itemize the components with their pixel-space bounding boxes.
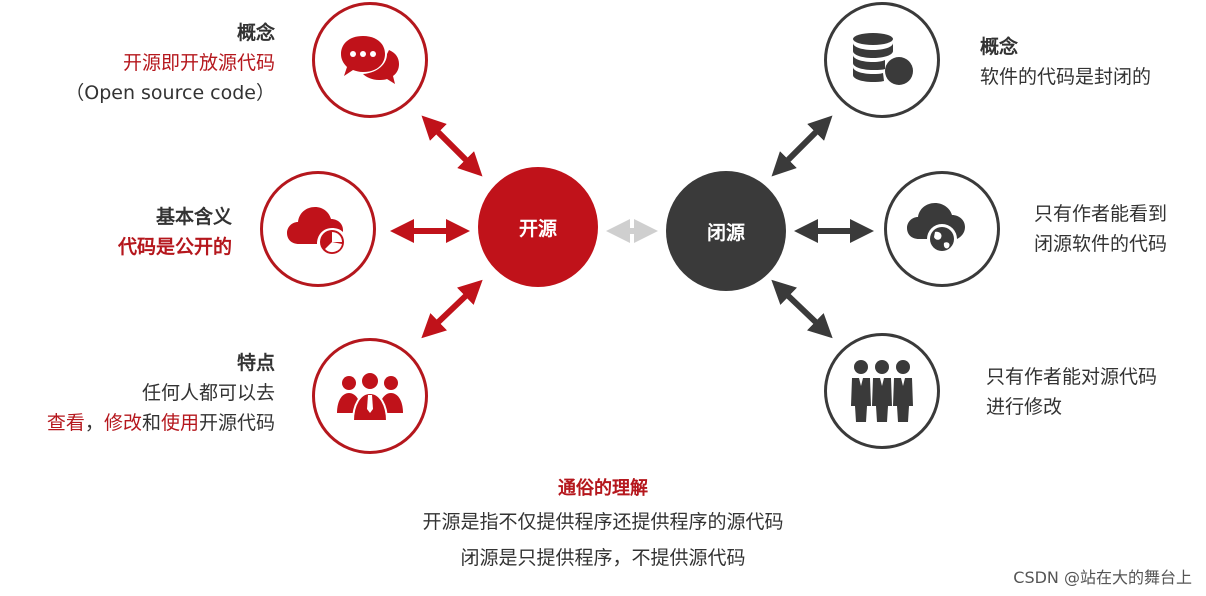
open-source-hub: 开源 [478,167,598,287]
open-feature-line2: 查看，修改和使用开源代码 [0,408,275,438]
open-concept-text: 概念 开源即开放源代码 （Open source code） [20,18,275,108]
summary-block: 通俗的理解 开源是指不仅提供程序还提供程序的源代码 闭源是只提供程序，不提供源代… [0,474,1206,576]
arrow-open-feature [421,279,483,339]
closed-modify-ring [824,333,940,449]
open-meaning-title: 基本含义 [155,206,232,228]
people-group-icon [337,371,403,422]
chat-bubbles-icon [341,36,399,84]
open-feature-line1: 任何人都可以去 [141,382,275,404]
open-feature-text: 特点 任何人都可以去 查看，修改和使用开源代码 [0,348,275,438]
closed-modify-line1: 只有作者能对源代码 [986,366,1158,388]
feature-tail: 开源代码 [198,412,275,434]
summary-line2: 闭源是只提供程序，不提供源代码 [460,547,746,569]
arrow-closed-modify [771,279,833,339]
open-meaning-ring [260,171,376,287]
open-source-hub-label: 开源 [518,217,557,240]
open-feature-title: 特点 [236,352,275,374]
feature-modify: 修改 [103,412,142,434]
closed-modify-text: 只有作者能对源代码 进行修改 [986,362,1196,422]
open-concept-title: 概念 [236,22,275,44]
open-meaning-text: 基本含义 代码是公开的 [20,202,232,262]
closed-concept-title: 概念 [980,36,1019,58]
summary-title: 通俗的理解 [558,478,648,499]
closed-visibility-line1: 只有作者能看到 [1034,203,1168,225]
closed-visibility-text: 只有作者能看到 闭源软件的代码 [1034,199,1204,259]
arrow-open-concept [421,115,483,177]
watermark: CSDN @站在大的舞台上 [1013,568,1192,587]
open-feature-ring [312,338,428,454]
feature-comma: ， [84,412,104,434]
cloud-globe-icon [907,203,965,254]
open-meaning-line1: 代码是公开的 [117,236,232,258]
closed-source-hub: 闭源 [666,171,786,291]
open-concept-line2: （Open source code） [65,82,275,104]
open-concept-line1: 开源即开放源代码 [122,52,275,74]
closed-concept-text: 概念 软件的代码是封闭的 [980,32,1200,92]
closed-source-hub-label: 闭源 [706,221,745,244]
arrow-closed-concept [771,115,833,177]
feature-and: 和 [141,412,161,434]
closed-visibility-line2: 闭源软件的代码 [1034,233,1168,255]
cloud-chart-icon [287,207,344,254]
open-concept-ring [312,2,428,118]
feature-view: 查看 [46,412,85,434]
closed-concept-line1: 软件的代码是封闭的 [980,66,1152,88]
closed-visibility-ring [884,171,1000,287]
closed-concept-ring [824,2,940,118]
database-icon [853,33,913,85]
closed-modify-line2: 进行修改 [986,396,1063,418]
feature-use: 使用 [160,412,199,434]
summary-line1: 开源是指不仅提供程序还提供程序的源代码 [422,511,784,533]
business-people-icon [851,360,913,422]
